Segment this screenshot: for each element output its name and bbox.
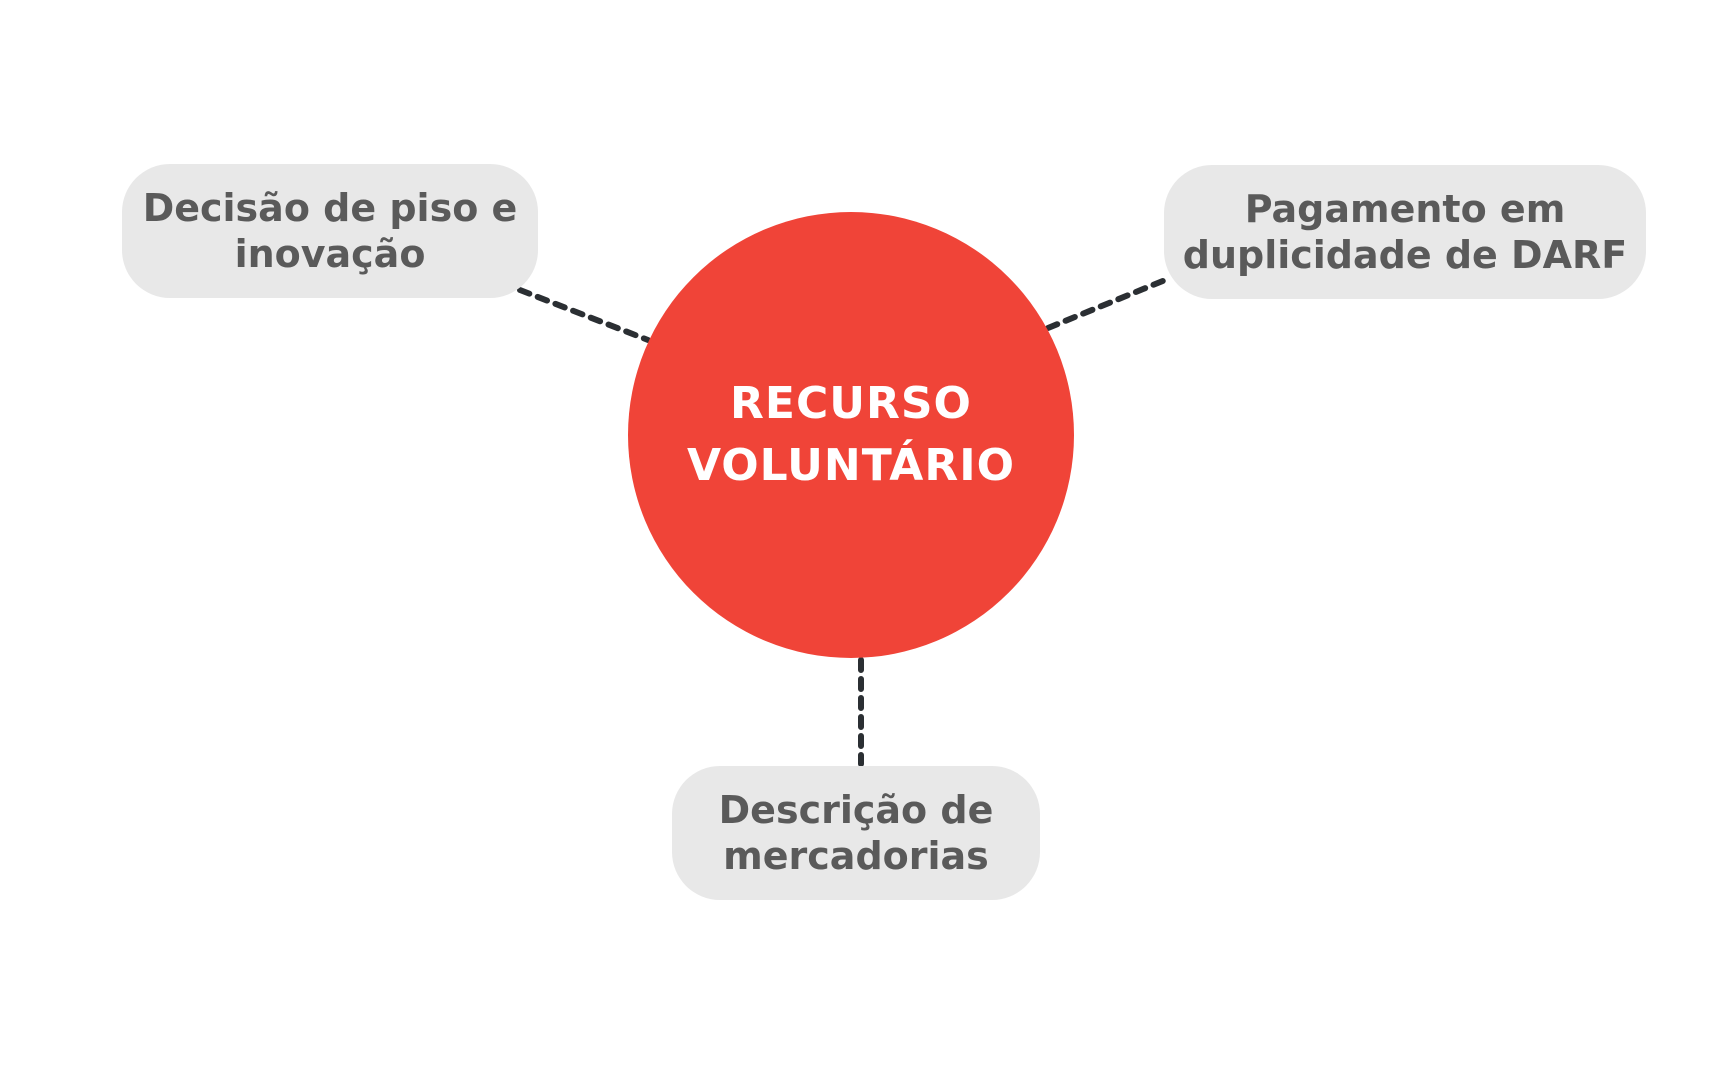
center-label: RECURSO VOLUNTÁRIO	[686, 378, 1015, 491]
topic-node-pagamento: Pagamento em duplicidade de DARF	[1164, 165, 1646, 299]
topic-label-decisao: Decisão de piso e inovação	[142, 186, 518, 276]
topic-node-descricao: Descrição de mercadorias	[672, 766, 1040, 900]
topic-label-descricao: Descrição de mercadorias	[718, 788, 994, 878]
topic-node-decisao: Decisão de piso e inovação	[122, 164, 538, 298]
topic-label-pagamento: Pagamento em duplicidade de DARF	[1182, 187, 1628, 277]
center-node: RECURSO VOLUNTÁRIO	[628, 212, 1074, 658]
connector-left	[517, 287, 651, 343]
connector-right	[1045, 275, 1173, 331]
